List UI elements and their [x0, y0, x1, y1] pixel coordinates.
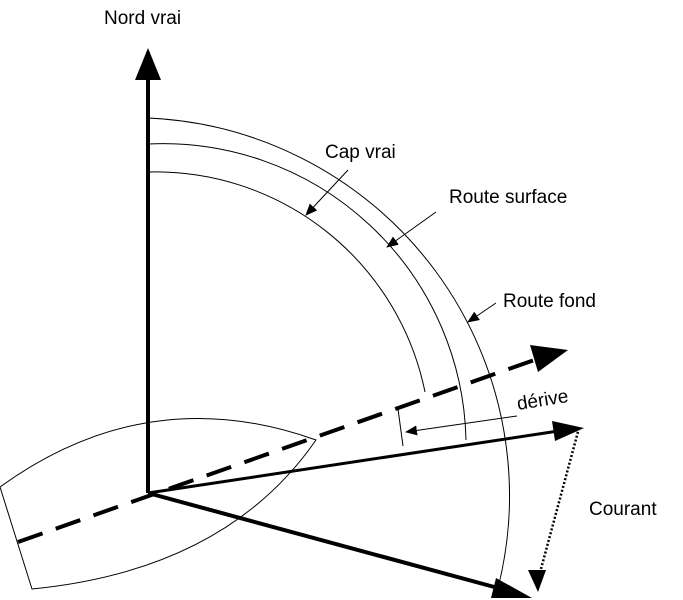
current-arrowhead: [528, 570, 546, 592]
heading-arc: [147, 171, 426, 393]
heading-label: Cap vrai: [325, 142, 396, 163]
ground-route-vector: [147, 428, 566, 495]
true-north-arrowhead: [135, 48, 161, 80]
ground-route-label: Route fond: [503, 291, 596, 312]
surface-route-arc: [147, 143, 467, 441]
drift-tick: [397, 408, 404, 447]
surface-route-arrowhead: [491, 578, 532, 598]
heading-line: [17, 356, 541, 544]
ground-route-arrowhead: [552, 421, 584, 441]
drift-leader: [405, 415, 518, 436]
surface-route-leader: [386, 211, 437, 248]
true-north-label: Nord vrai: [104, 8, 181, 29]
surface-route-label: Route surface: [449, 187, 567, 208]
boat-hull: [0, 417, 317, 590]
surface-route-vector: [147, 491, 499, 590]
heading-leader: [305, 169, 349, 216]
current-label: Courant: [589, 499, 657, 520]
current-vector: [536, 427, 581, 581]
drift-label: dérive: [515, 386, 569, 415]
heading-arrowhead: [530, 345, 568, 372]
ground-route-arc: [147, 117, 510, 589]
ground-route-leader: [467, 302, 497, 323]
